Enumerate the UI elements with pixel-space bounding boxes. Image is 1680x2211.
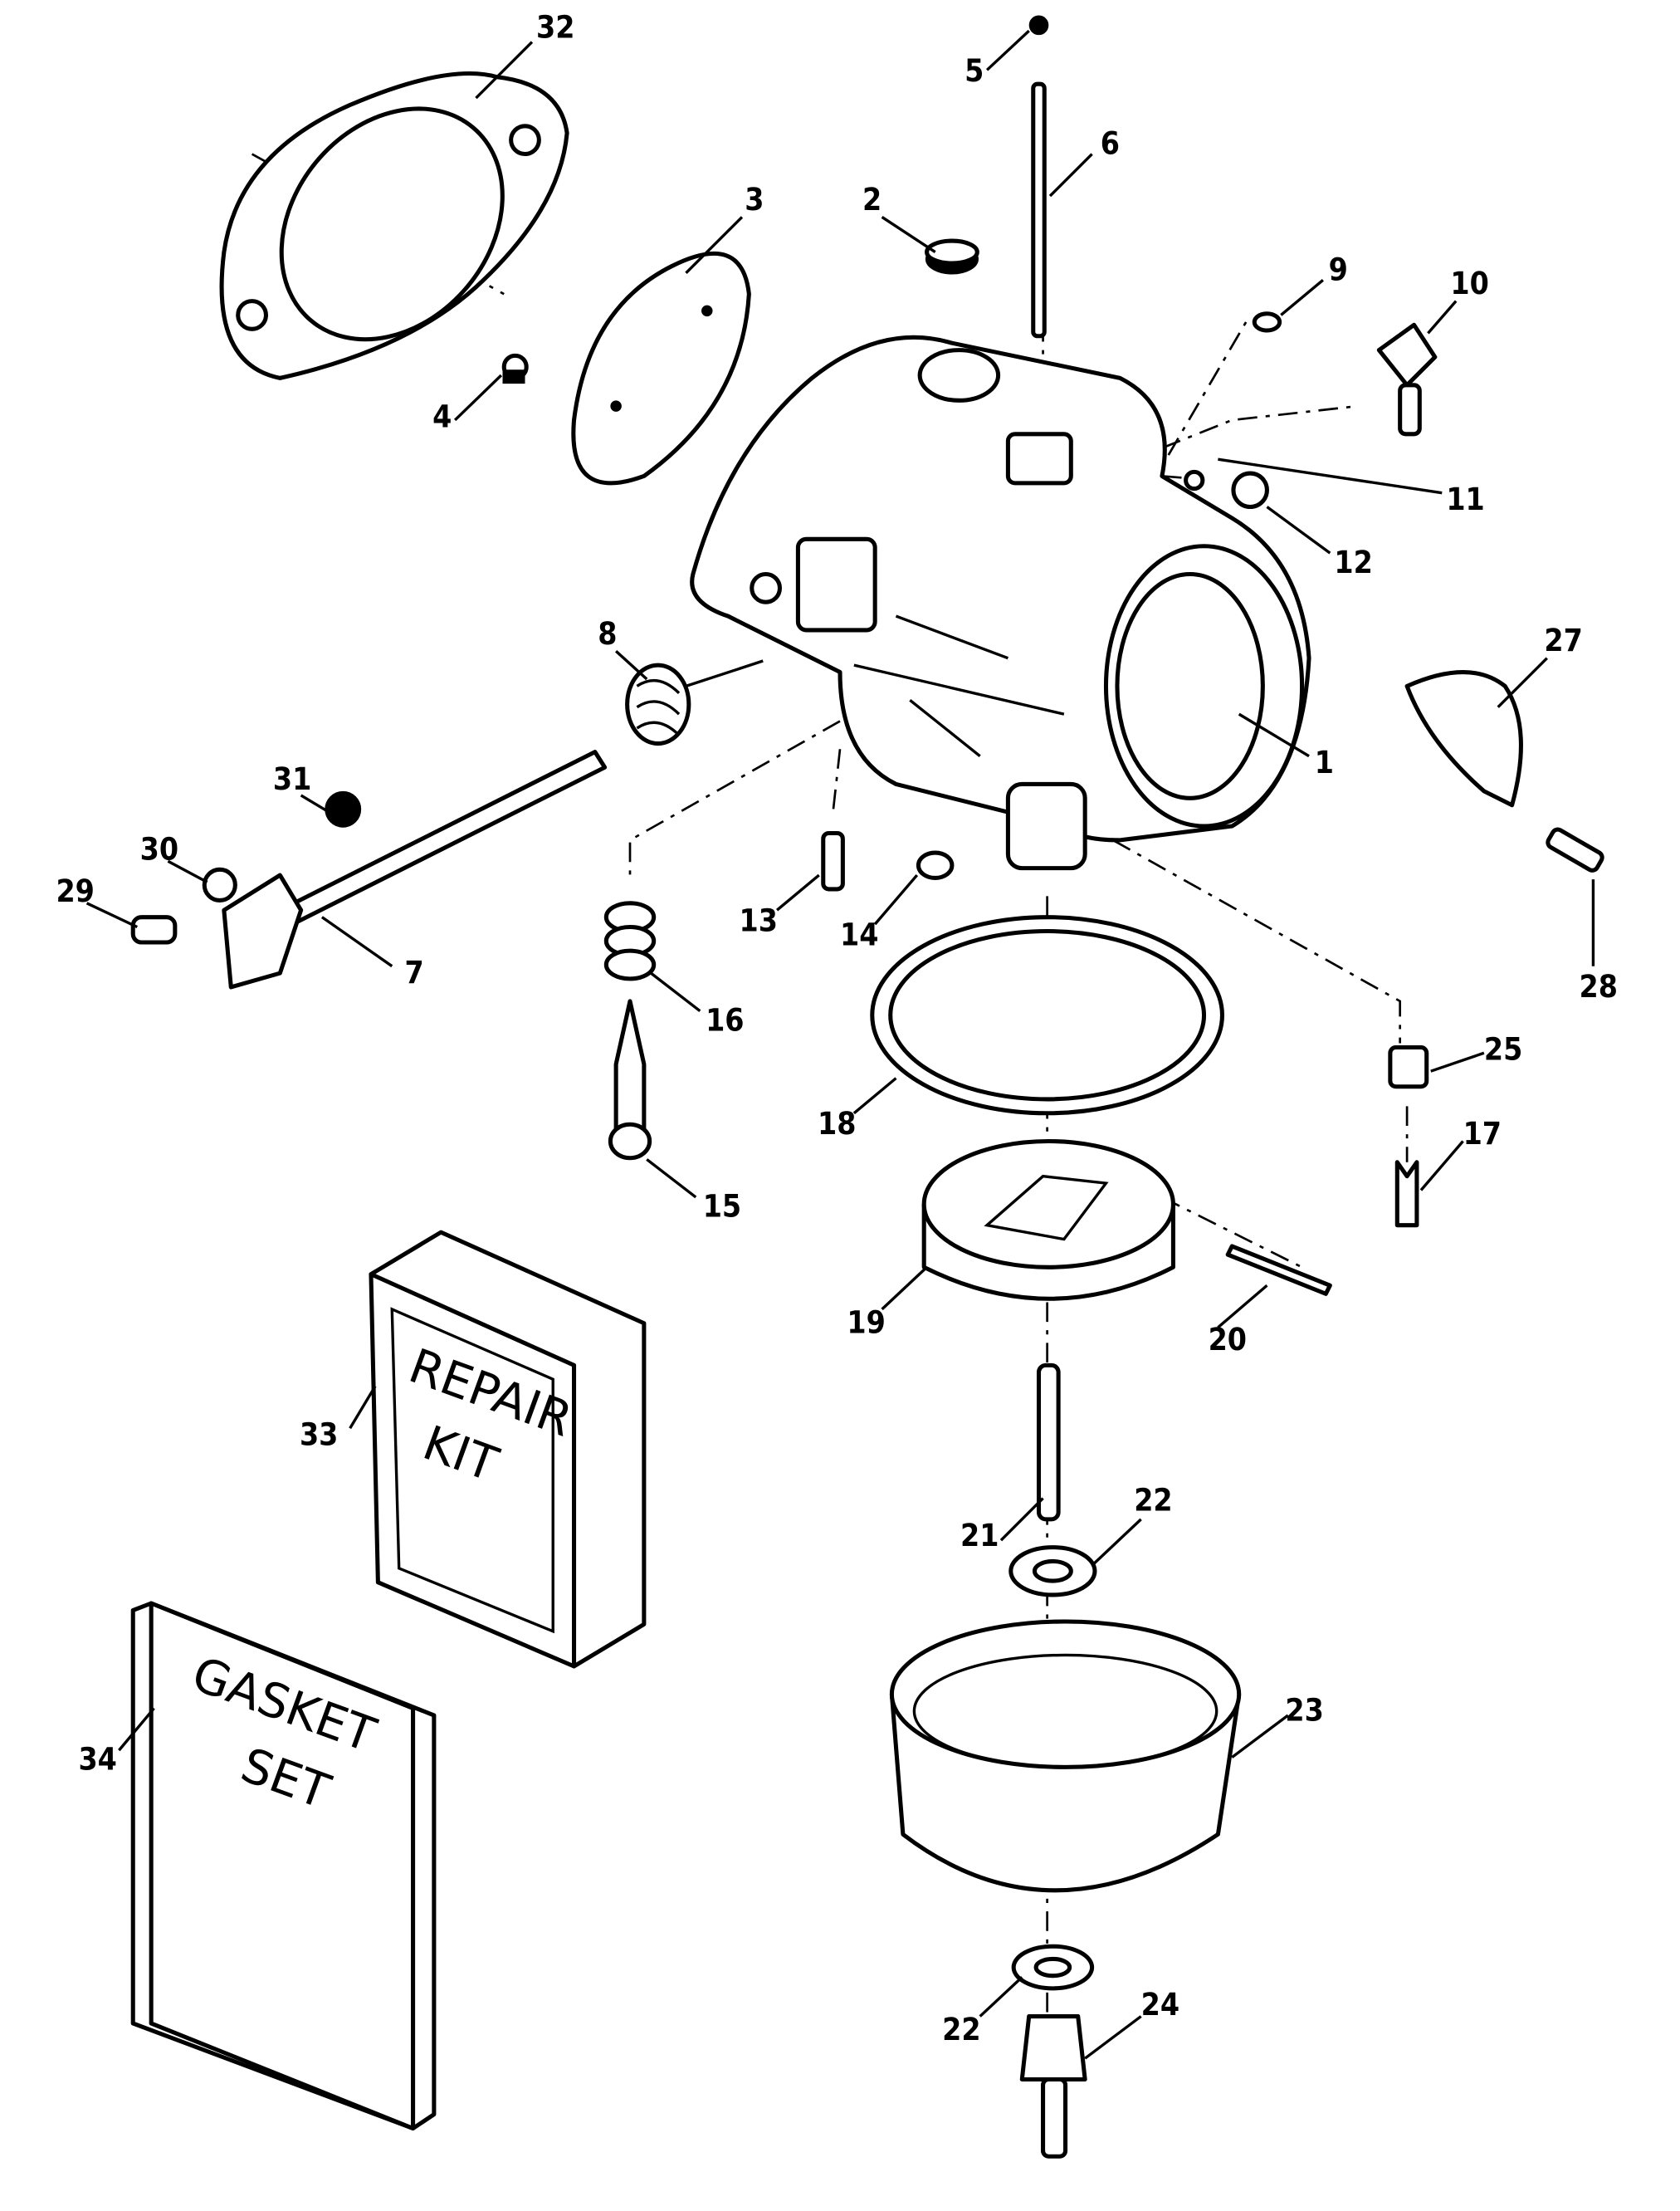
callout-3: 3 — [745, 182, 764, 218]
part-10-elbow-fitting — [1376, 322, 1438, 437]
callout-18: 18 — [818, 1106, 856, 1142]
callout-11: 11 — [1446, 482, 1484, 517]
part-29-screw — [130, 915, 178, 945]
callout-25: 25 — [1484, 1032, 1522, 1068]
part-8-spring — [625, 659, 764, 746]
callout-13: 13 — [740, 903, 778, 939]
part-7-throttle-shaft — [222, 750, 608, 990]
callout-6: 6 — [1101, 126, 1120, 162]
part-16-spring — [603, 901, 657, 981]
callout-23: 23 — [1285, 1693, 1323, 1729]
part-3-cover-plate — [571, 251, 751, 486]
part-22-washer-lower — [1011, 1944, 1095, 1991]
part-25-seat — [1388, 1044, 1429, 1089]
callout-9: 9 — [1329, 252, 1348, 287]
callout-21: 21 — [960, 1518, 999, 1553]
part-30-bushing — [202, 867, 237, 902]
callout-20: 20 — [1209, 1322, 1247, 1357]
callout-28: 28 — [1580, 969, 1618, 1005]
part-24-drain-fitting — [1019, 2014, 1087, 2159]
part-21-main-jet — [1036, 1362, 1061, 1522]
part-28-bolt — [1546, 827, 1604, 873]
callout-30: 30 — [140, 832, 178, 868]
part-20-float-pin — [1225, 1244, 1332, 1296]
part-19-float — [921, 1138, 1175, 1301]
callout-16: 16 — [706, 1002, 744, 1038]
callout-5: 5 — [965, 53, 984, 89]
callout-31: 31 — [273, 761, 311, 797]
callout-29: 29 — [56, 873, 94, 909]
part-13-fitting — [821, 830, 845, 892]
part-32-flange-gasket — [219, 71, 569, 380]
part-15-mixture-screw — [608, 999, 652, 1161]
part-14-screw — [916, 850, 955, 880]
part-6-rod — [1031, 81, 1047, 339]
callout-19: 19 — [847, 1305, 885, 1341]
part-34-gasket-set-package: GASKET SET — [130, 1601, 437, 2131]
callout-10: 10 — [1450, 266, 1488, 301]
part-31-nut — [325, 790, 362, 828]
part-17-needle — [1394, 1160, 1419, 1228]
callout-17: 17 — [1463, 1116, 1502, 1152]
callout-leader-lines — [85, 29, 1595, 2060]
part-1-carburetor-body — [690, 335, 1311, 871]
part-27-cover — [1404, 669, 1523, 808]
callout-22-upper: 22 — [1134, 1483, 1172, 1519]
part-23-float-bowl — [889, 1619, 1242, 1893]
callout-33: 33 — [300, 1416, 338, 1452]
part-22-washer-upper — [1008, 1545, 1097, 1597]
callout-24: 24 — [1141, 1987, 1179, 2023]
callout-7: 7 — [404, 955, 423, 991]
callout-4: 4 — [432, 399, 452, 434]
part-9-clip — [1252, 311, 1282, 333]
part-12-screw — [1231, 471, 1269, 510]
part-18-bowl-gasket — [870, 915, 1224, 1116]
part-2-welch-plug — [925, 238, 979, 275]
part-33-repair-kit-box: REPAIR KIT — [369, 1230, 647, 1669]
callout-labels: 32 3 2 5 6 9 10 4 11 12 8 27 1 31 30 29 … — [56, 10, 1618, 2048]
callout-12: 12 — [1334, 545, 1372, 580]
part-5-ball — [1028, 15, 1049, 36]
callout-15: 15 — [703, 1189, 741, 1225]
part-4-screw — [501, 353, 529, 384]
callout-27: 27 — [1544, 623, 1582, 658]
callout-8: 8 — [598, 616, 617, 652]
callout-22-lower: 22 — [942, 2012, 980, 2047]
callout-32: 32 — [536, 10, 574, 46]
callout-34: 34 — [78, 1742, 116, 1778]
callout-1: 1 — [1315, 745, 1334, 780]
part-11-washer — [1184, 469, 1205, 492]
callout-2: 2 — [862, 182, 882, 218]
callout-14: 14 — [840, 917, 878, 952]
